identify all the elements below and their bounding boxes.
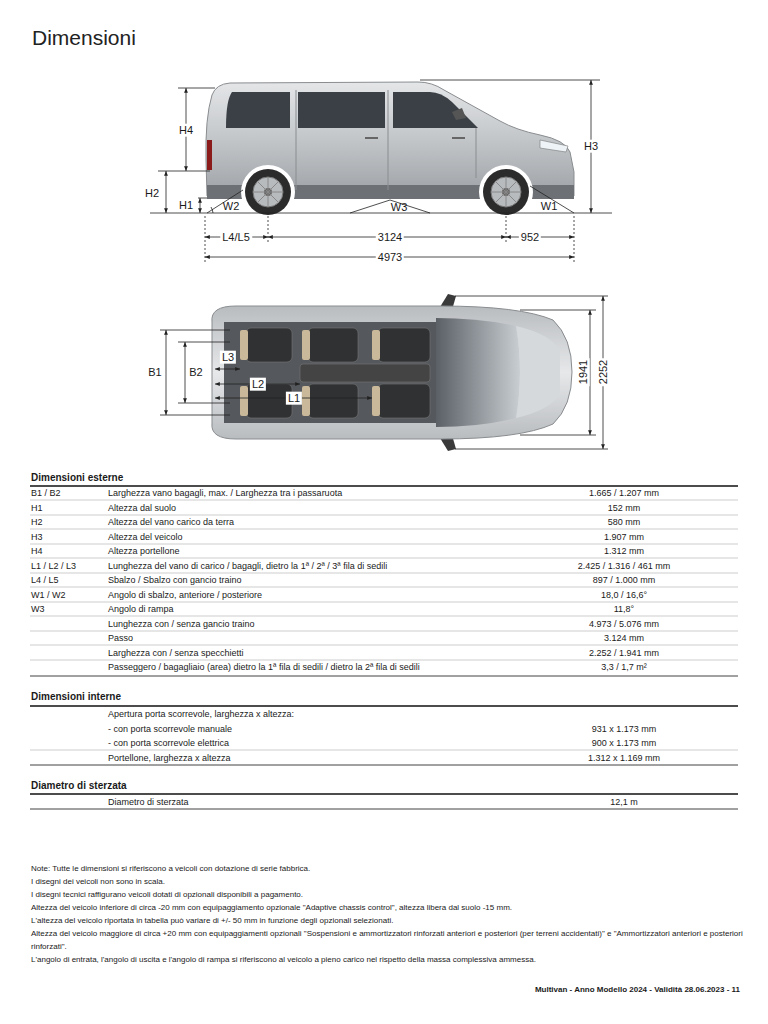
dimension-lines xyxy=(160,296,608,449)
dimension-label: H2 xyxy=(143,187,161,200)
table-value: 18,0 / 16,6° xyxy=(601,589,647,599)
table-description: Passeggero / bagagliaio (area) dietro la… xyxy=(108,662,420,672)
table-value: 11,8° xyxy=(614,604,634,614)
table-description: Altezza del vano carico da terra xyxy=(108,517,234,527)
dimension-label: B2 xyxy=(187,366,204,379)
table-value: 897 / 1.000 mm xyxy=(593,575,656,585)
table-description: Apertura porta scorrevole, larghezza x a… xyxy=(108,709,294,719)
table-code: L1 / L2 / L3 xyxy=(31,560,76,570)
table-code: H4 xyxy=(31,546,43,556)
table-value: 580 mm xyxy=(608,517,641,527)
note-text: I disegni dei veicoli non sono in scala. xyxy=(31,876,743,889)
table-description: Lunghezza con / senza gancio traino xyxy=(108,618,255,628)
note-text: L'angolo di entrata, l'angolo di uscita … xyxy=(31,954,743,967)
table-value: 3,3 / 1,7 m² xyxy=(601,662,647,672)
table-description: Sbalzo / Sbalzo con gancio traino xyxy=(108,575,242,585)
table-code: H2 xyxy=(31,517,43,527)
table-heading: Diametro di sterzata xyxy=(31,780,127,792)
table-value: 12,1 m xyxy=(610,796,638,806)
dimension-label: W2 xyxy=(223,200,240,213)
table-description: Altezza dal suolo xyxy=(108,502,176,512)
table-description: Passo xyxy=(108,633,133,643)
dimension-lines xyxy=(150,80,612,264)
table-description: - con porta scorrevole manuale xyxy=(108,723,232,733)
table-value: 1.907 mm xyxy=(604,531,644,541)
table-description: Lunghezza del vano di carico / bagagli, … xyxy=(108,560,387,570)
table-value: 1.312 mm xyxy=(604,546,644,556)
table-value: 4.973 / 5.076 mm xyxy=(589,618,659,628)
dimension-label: L3 xyxy=(220,351,236,364)
top-view xyxy=(212,294,572,451)
dimension-label: L2 xyxy=(250,378,266,391)
dimension-label: 4973 xyxy=(376,251,404,264)
note-text: I disegni tecnici raffigurano veicoli do… xyxy=(31,889,743,902)
dimension-label: 3124 xyxy=(376,231,404,244)
note-text: Altezza del veicolo inferiore di circa -… xyxy=(31,902,743,915)
dimension-label: 2252 xyxy=(597,358,610,386)
dimension-label: 1941 xyxy=(577,358,590,386)
side-view xyxy=(206,82,574,219)
dimension-label: L1 xyxy=(286,392,302,405)
table-rules xyxy=(30,486,738,809)
dimension-label: H3 xyxy=(582,140,600,153)
table-value: 1.665 / 1.207 mm xyxy=(589,488,659,498)
table-description: Angolo di sbalzo, anteriore / posteriore xyxy=(108,589,262,599)
note-text: Note: Tutte le dimensioni si riferiscono… xyxy=(31,863,743,876)
table-value: 152 mm xyxy=(608,502,641,512)
table-value: 900 x 1.173 mm xyxy=(592,738,657,748)
dimension-label: 952 xyxy=(519,231,541,244)
table-description: Diametro di sterzata xyxy=(108,796,189,806)
dimension-label: B1 xyxy=(146,366,163,379)
table-heading: Dimensioni interne xyxy=(31,691,121,703)
table-description: Altezza portellone xyxy=(108,546,180,556)
table-value: 1.312 x 1.169 mm xyxy=(588,752,660,762)
table-description: - con porta scorrevole elettrica xyxy=(108,738,229,748)
table-description: Altezza del veicolo xyxy=(108,531,183,541)
table-value: 3.124 mm xyxy=(604,633,644,643)
table-code: L4 / L5 xyxy=(31,575,59,585)
table-code: W3 xyxy=(31,604,45,614)
table-code: H3 xyxy=(31,531,43,541)
dimension-label: H4 xyxy=(177,124,195,137)
note-text: Altezza del veicolo maggiore di circa +2… xyxy=(31,928,743,954)
table-description: Angolo di rampa xyxy=(108,604,174,614)
note-text: L'altezza del veicolo riportata in tabel… xyxy=(31,915,743,928)
dimension-label: H1 xyxy=(179,199,193,212)
table-description: Portellone, larghezza x altezza xyxy=(108,752,231,762)
table-description: Larghezza vano bagagli, max. / Larghezza… xyxy=(108,488,342,498)
table-code: W1 / W2 xyxy=(31,589,66,599)
table-code: B1 / B2 xyxy=(31,488,61,498)
page-title: Dimensioni xyxy=(32,26,136,50)
dimension-label: W1 xyxy=(541,200,558,213)
table-heading: Dimensioni esterne xyxy=(31,472,123,484)
table-code: H1 xyxy=(31,502,43,512)
dimension-label: W3 xyxy=(391,201,408,214)
dimension-label: L4/L5 xyxy=(220,231,252,244)
footer-text: Multivan - Anno Modello 2024 - Validità … xyxy=(535,985,740,994)
table-value: 931 x 1.173 mm xyxy=(592,723,657,733)
table-description: Larghezza con / senza specchietti xyxy=(108,647,244,657)
table-value: 2.425 / 1.316 / 461 mm xyxy=(578,560,671,570)
table-value: 2.252 / 1.941 mm xyxy=(589,647,659,657)
